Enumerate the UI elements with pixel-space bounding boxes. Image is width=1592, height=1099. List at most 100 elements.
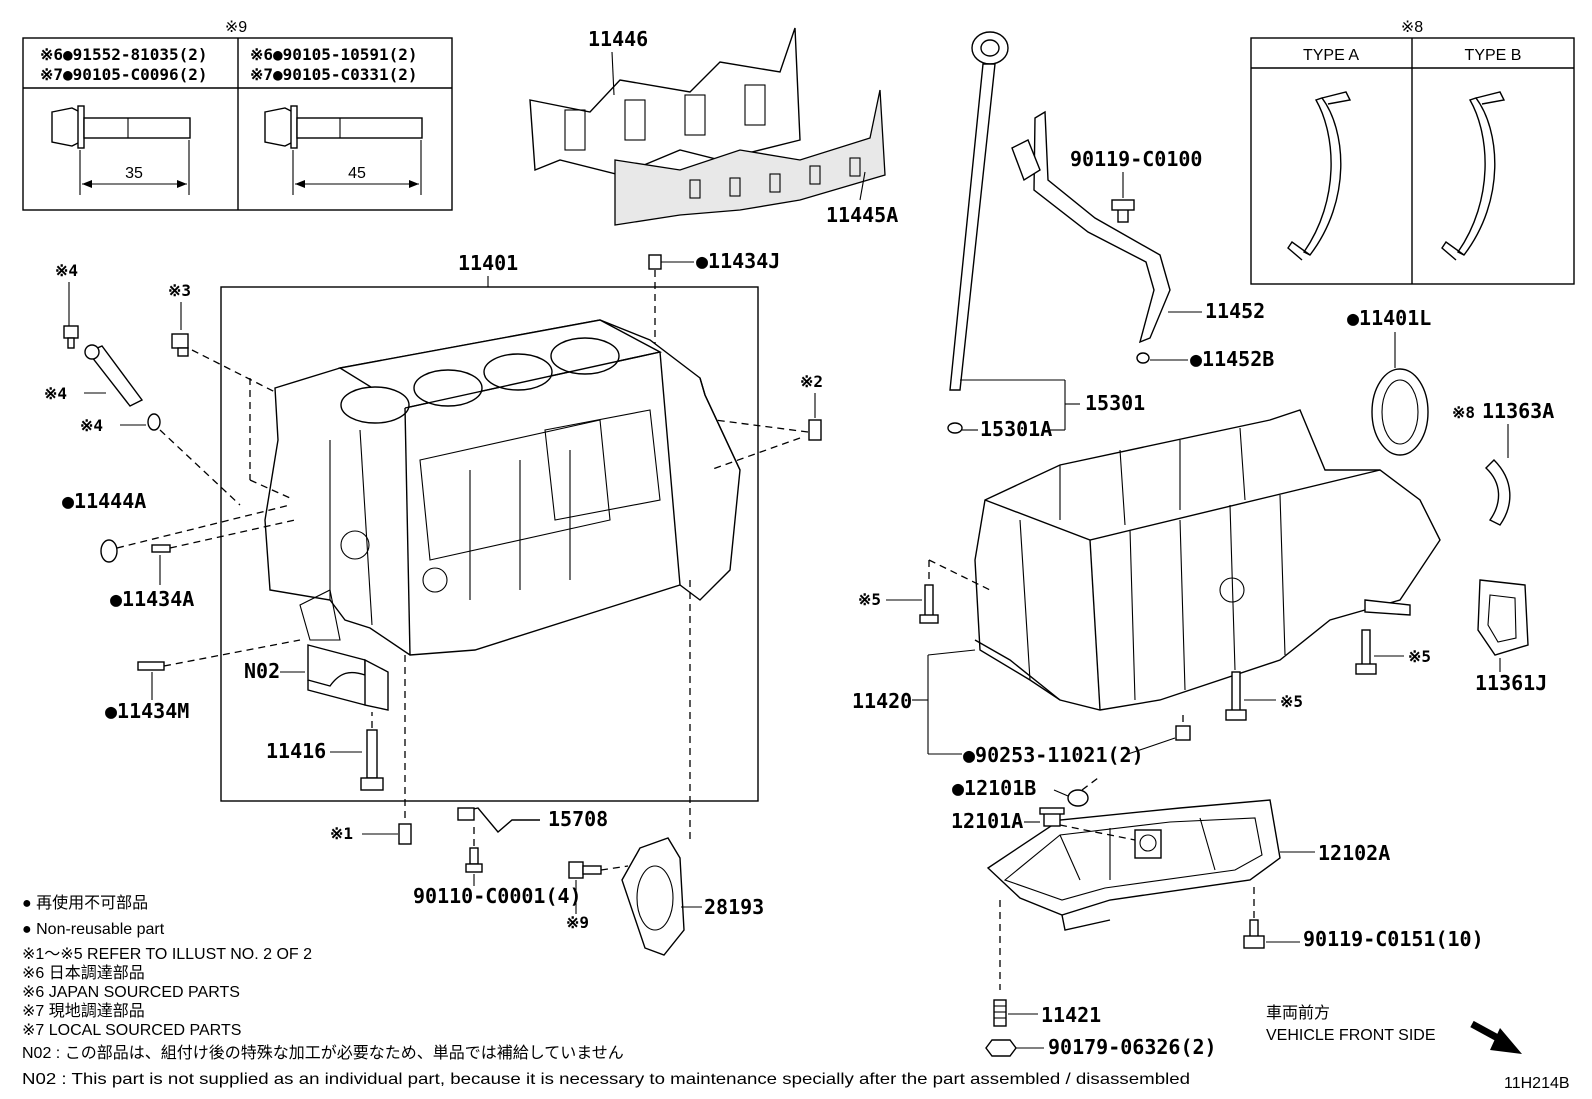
label-11444A: ●11444A xyxy=(62,489,146,513)
label-90253: ●90253-11021(2) xyxy=(963,743,1144,767)
label-mark5-bottom: ※5 xyxy=(1280,692,1303,711)
o-ring-11444A-icon xyxy=(100,539,118,563)
bolt-mark5-left-icon xyxy=(919,584,939,624)
bolt-90110-icon xyxy=(465,847,483,873)
thrust-washer-11363A-icon xyxy=(1484,459,1511,526)
oil-pan-12102A xyxy=(986,799,1281,931)
label-12101B: ●12101B xyxy=(952,776,1036,800)
label-11361J: 11361J xyxy=(1475,671,1547,695)
pin-11434M-icon xyxy=(137,661,165,671)
type-a-label: TYPE A xyxy=(1303,47,1359,64)
type-table: ※8 TYPE A TYPE B xyxy=(1250,19,1575,285)
plug-90253-icon xyxy=(1175,725,1191,741)
label-mark2: ※2 xyxy=(800,372,823,391)
label-N02: N02 xyxy=(244,659,280,683)
flange-bolt-35-icon xyxy=(51,105,191,149)
label-90119-C0100: 90119-C0100 xyxy=(1070,147,1202,171)
label-90179: 90179-06326(2) xyxy=(1048,1035,1217,1059)
label-mark5-left: ※5 xyxy=(858,590,881,609)
label-11401L: ●11401L xyxy=(1347,306,1431,330)
label-15301: 15301 xyxy=(1085,391,1145,415)
bolt-table-title: ※9 xyxy=(225,19,247,36)
label-90119-C0151: 90119-C0151(10) xyxy=(1303,927,1484,951)
pin-mark2-icon xyxy=(808,419,822,441)
bolt-90119-C0100-icon xyxy=(1111,199,1135,223)
illustration-id: 11H214B xyxy=(1504,1075,1570,1092)
label-mark5-right: ※5 xyxy=(1408,647,1431,666)
label-11434A: ●11434A xyxy=(110,587,194,611)
bearing-cap-N02 xyxy=(307,644,389,711)
cover-28193 xyxy=(621,837,685,956)
type-b-thrust-washer-icon xyxy=(1441,91,1506,261)
bolt-90119-C0151-icon xyxy=(1243,919,1265,949)
stud-11421-icon xyxy=(993,999,1007,1027)
type-b-label: TYPE B xyxy=(1465,47,1522,64)
label-11421: 11421 xyxy=(1041,1003,1101,1027)
label-11434J: ●11434J xyxy=(696,249,780,273)
legend: ● 再使用不可部品 ● Non-reusable part ※1～※5 REFE… xyxy=(22,894,1190,1088)
pin-11434A-icon xyxy=(151,544,171,553)
legend-line-7: ※7 LOCAL SOURCED PARTS xyxy=(22,1022,241,1039)
cylinder-block-frame xyxy=(220,286,759,802)
bolt-mark5-bottom-icon xyxy=(1225,671,1247,721)
label-mark3: ※3 xyxy=(168,281,191,300)
bolt-col1-dim: 35 xyxy=(125,165,143,182)
drain-plug-12101A-icon xyxy=(1039,807,1065,827)
front-arrow-icon xyxy=(1470,1020,1522,1054)
bolt-col1-line2: ※7●90105-C0096(2) xyxy=(40,65,208,84)
legend-line-5: ※6 JAPAN SOURCED PARTS xyxy=(22,984,240,1001)
label-11420: 11420 xyxy=(852,689,912,713)
dipstick-guide-11452 xyxy=(1011,110,1171,344)
label-mark4-mid: ※4 xyxy=(44,384,67,403)
legend-line-2: ● Non-reusable part xyxy=(22,921,165,938)
oil-jet-15708-icon xyxy=(457,807,540,833)
dipstick-15301 xyxy=(949,31,1009,391)
flange-bolt-45-icon xyxy=(264,105,423,149)
bolt-mark4-icon xyxy=(63,325,79,349)
dowel-pin-11434J-icon xyxy=(648,254,662,270)
cylinder-block-11401 xyxy=(264,319,741,656)
type-a-thrust-washer-icon xyxy=(1287,91,1352,261)
bolt-col2-line1: ※6●90105-10591(2) xyxy=(250,45,418,64)
label-28193: 28193 xyxy=(704,895,764,919)
label-12102A: 12102A xyxy=(1318,841,1390,865)
legend-line-6: ※7 現地調達部品 xyxy=(22,1002,145,1020)
oil-jet-valve-mark4-icon xyxy=(84,344,144,407)
label-11452B: ●11452B xyxy=(1190,347,1274,371)
label-11416: 11416 xyxy=(266,739,326,763)
label-11452: 11452 xyxy=(1205,299,1265,323)
front-side-jp: 車両前方 xyxy=(1266,1004,1330,1022)
label-mark8: ※8 xyxy=(1452,403,1475,422)
o-ring-11452B-icon xyxy=(1136,352,1150,364)
label-12101A: 12101A xyxy=(951,809,1023,833)
plug-mark3-icon xyxy=(171,333,189,357)
crankcase-11420 xyxy=(974,409,1441,711)
oil-seal-11401L xyxy=(1371,368,1429,456)
label-15708: 15708 xyxy=(548,807,608,831)
pin-mark1-icon xyxy=(398,823,412,845)
legend-line-3: ※1～※5 REFER TO ILLUST NO. 2 OF 2 xyxy=(22,946,312,963)
label-15301A: 15301A xyxy=(980,417,1052,441)
type-table-title: ※8 xyxy=(1401,19,1423,36)
o-ring-mark4-icon xyxy=(147,413,161,431)
label-90110: 90110-C0001(4) xyxy=(413,884,582,908)
nut-90179-icon xyxy=(985,1039,1017,1057)
o-ring-15301A-icon xyxy=(947,422,963,434)
stiffening-plate-11445A xyxy=(614,89,886,226)
label-mark9: ※9 xyxy=(566,913,589,932)
front-side-en: VEHICLE FRONT SIDE xyxy=(1266,1027,1436,1044)
label-11446: 11446 xyxy=(588,27,648,51)
gasket-12101B-icon xyxy=(1067,789,1089,807)
bolt-11416-icon xyxy=(360,729,384,791)
bolt-col1-line1: ※6●91552-81035(2) xyxy=(40,45,208,64)
legend-line-1: ● 再使用不可部品 xyxy=(22,894,148,912)
label-mark1: ※1 xyxy=(330,824,353,843)
label-11401: 11401 xyxy=(458,251,518,275)
label-mark4-low: ※4 xyxy=(80,416,103,435)
bolt-mark5-right-icon xyxy=(1355,629,1377,675)
label-11445A: 11445A xyxy=(826,203,898,227)
bolt-col2-dim: 45 xyxy=(348,165,366,182)
legend-line-8: N02 : この部品は、組付け後の特殊な加工が必要なため、単品では補給していませ… xyxy=(22,1044,624,1062)
